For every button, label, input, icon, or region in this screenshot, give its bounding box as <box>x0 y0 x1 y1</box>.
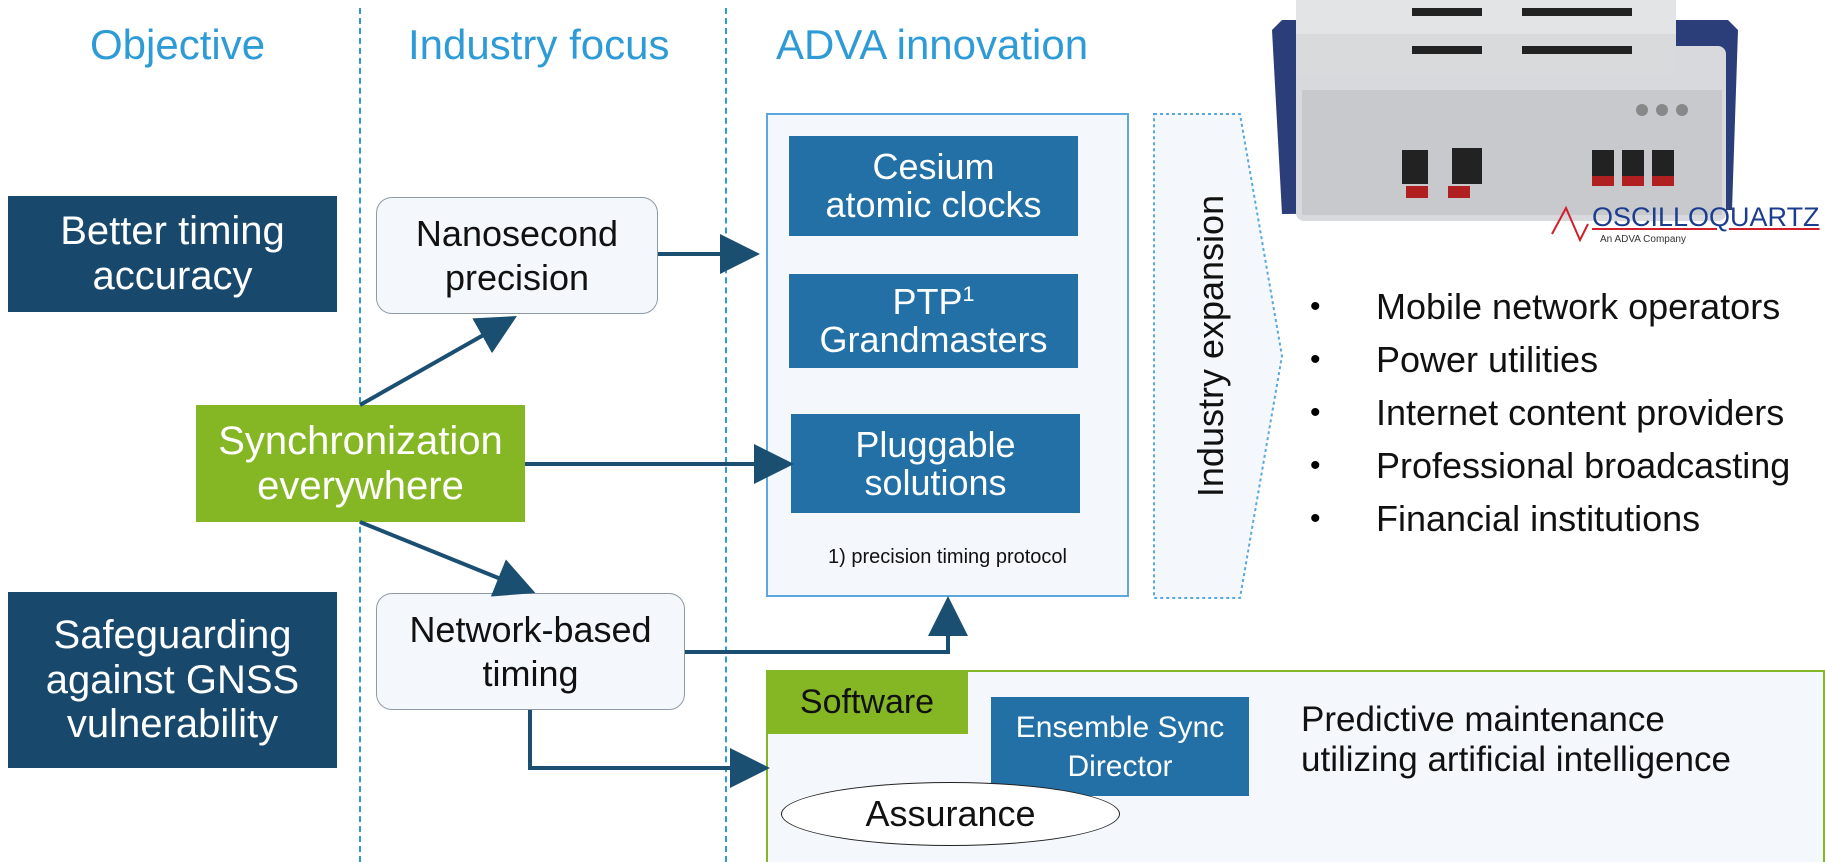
focus-line: timing <box>482 652 579 694</box>
focus-line: Nanosecond <box>415 213 619 255</box>
list-item: • Mobile network operators <box>1310 280 1825 333</box>
innovation-pluggable-solutions: Pluggable solutions <box>791 414 1080 513</box>
industries-list: • Mobile network operators • Power utiliti… <box>1310 280 1825 545</box>
column-heading-objective: Objective <box>90 21 266 68</box>
sync-line: everywhere <box>257 463 464 508</box>
focus-line: Network-based <box>409 609 652 651</box>
oscilloquartz-brand: OSCILLOQUARTZ <box>1592 202 1820 232</box>
description-line: Predictive maintenance <box>1301 700 1665 739</box>
list-item: • Professional broadcasting <box>1310 439 1825 492</box>
synchronization-everywhere-box: Synchronization everywhere <box>196 405 525 522</box>
software-description: Predictive maintenance utilizing artific… <box>1301 700 1731 781</box>
industry-label: Internet content providers <box>1376 391 1785 433</box>
bullet-icon: • <box>1310 448 1321 482</box>
software-tab: Software <box>766 670 968 734</box>
bullet-icon: • <box>1310 289 1321 323</box>
list-item: • Internet content providers <box>1310 386 1825 439</box>
focus-nanosecond-precision: Nanosecond precision <box>376 197 658 314</box>
column-divider-right <box>725 8 727 862</box>
column-heading-industry-focus: Industry focus <box>408 21 670 68</box>
ptp-footnote-marker: 1 <box>962 281 975 307</box>
innovation-line: Pluggable <box>855 423 1016 465</box>
industry-label: Power utilities <box>1376 338 1599 380</box>
industry-label: Financial institutions <box>1376 497 1701 539</box>
focus-line: precision <box>444 256 590 298</box>
product-line: Ensemble Sync <box>1015 710 1225 744</box>
objective-line: Better timing <box>60 209 285 254</box>
innovation-line: atomic clocks <box>825 184 1042 225</box>
oscilloquartz-tagline: An ADVA Company <box>1600 234 1686 245</box>
innovation-cesium-atomic-clocks: Cesium atomic clocks <box>789 136 1078 236</box>
objective-line: against GNSS <box>45 657 300 702</box>
column-heading-adva-innovation: ADVA innovation <box>776 21 1089 68</box>
bullet-icon: • <box>1310 342 1321 376</box>
objective-safeguarding-gnss: Safeguarding against GNSS vulnerability <box>8 592 337 768</box>
arrow-sync-to-network <box>359 520 536 597</box>
objective-line: accuracy <box>92 254 253 298</box>
arrow-sync-to-nanosecond <box>359 316 517 407</box>
arrow-network-to-innovation <box>685 596 968 654</box>
bullet-icon: • <box>1310 501 1321 535</box>
product-line: Director <box>1067 749 1173 783</box>
footnote: 1) precision timing protocol <box>828 546 1067 568</box>
innovation-line: solutions <box>864 461 1007 503</box>
ptp-label: PTP <box>892 281 963 323</box>
assurance-ellipse: Assurance <box>781 782 1120 846</box>
list-item: • Financial institutions <box>1310 492 1825 545</box>
oscilloquartz-logo-icon <box>1551 205 1589 243</box>
industry-label: Mobile network operators <box>1376 285 1781 327</box>
sync-line: Synchronization <box>218 418 503 463</box>
innovation-ptp-grandmasters: PTP1 Grandmasters <box>789 274 1078 368</box>
focus-network-based-timing: Network-based timing <box>376 593 685 710</box>
ensemble-sync-director: Ensemble Sync Director <box>991 697 1249 796</box>
innovation-line: Grandmasters <box>819 319 1048 360</box>
bullet-icon: • <box>1310 395 1321 429</box>
list-item: • Power utilities <box>1310 333 1825 386</box>
innovation-line: Cesium <box>872 146 995 188</box>
objective-line: Safeguarding <box>53 612 292 657</box>
description-line: utilizing artificial intelligence <box>1301 740 1731 780</box>
industry-expansion-chevron <box>1153 113 1284 599</box>
industry-label: Professional broadcasting <box>1376 444 1791 486</box>
grandmaster-hardware-image <box>1272 0 1738 221</box>
objective-line: vulnerability <box>66 702 279 747</box>
arrow-network-to-software <box>528 710 770 788</box>
objective-better-timing-accuracy: Better timing accuracy <box>8 196 337 312</box>
